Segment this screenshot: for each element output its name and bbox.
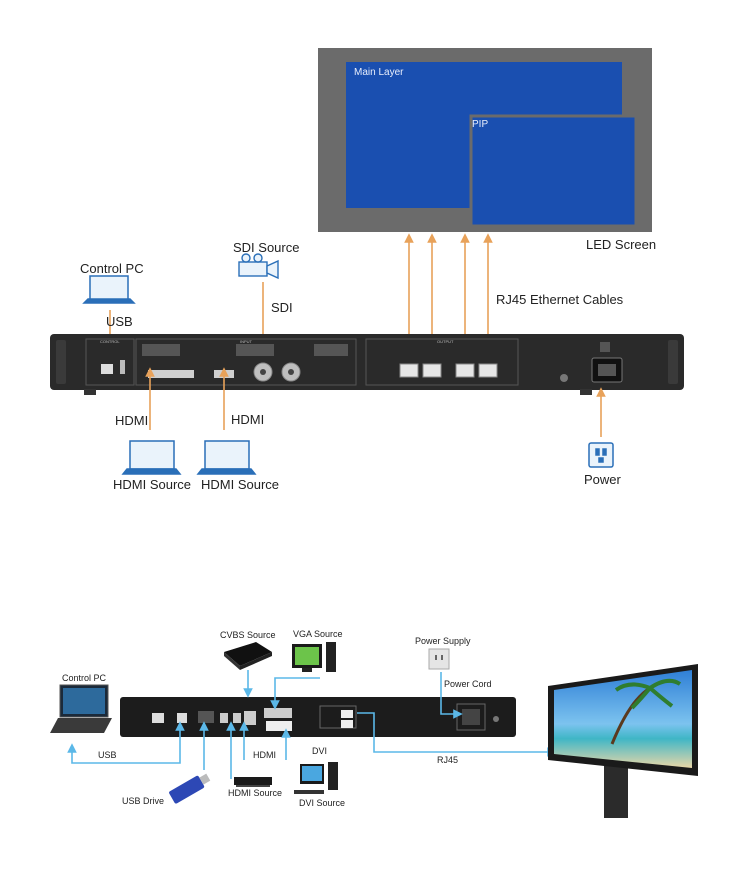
- hdmi-source-laptop-icon-2: [196, 440, 257, 475]
- hdmi-cable-label-1: HDMI: [115, 413, 149, 428]
- control-panel: [85, 338, 135, 386]
- bottom-dvi-port: [266, 721, 292, 731]
- rj45-port-4: [478, 363, 498, 378]
- led-screen-label: LED Screen: [586, 237, 657, 252]
- hdmi-source-label-2: HDMI Source: [201, 477, 280, 492]
- power-label: Power: [584, 472, 621, 487]
- dvi-source-label: DVI Source: [299, 798, 346, 808]
- control-pc-label: Control PC: [80, 261, 144, 276]
- output-panel-label: OUTPUT: [437, 339, 454, 344]
- led-screen: [318, 48, 652, 232]
- rj45-port-3: [455, 363, 475, 378]
- rj45-cables-label: RJ45 Ethernet Cables: [496, 292, 624, 307]
- outdoor-led-billboard-image: [548, 664, 698, 818]
- input-panel-label: INPUT: [240, 339, 253, 344]
- sdi-source-label: SDI Source: [233, 240, 300, 255]
- rj45-port-2: [422, 363, 442, 378]
- control-pc-laptop-photo-icon: [50, 684, 112, 733]
- power-supply-socket-icon: [428, 648, 450, 670]
- main-layer-label: Main Layer: [354, 67, 404, 78]
- power-supply-label: Power Supply: [415, 636, 471, 646]
- power-socket-icon: [588, 442, 614, 468]
- bottom-dvi-label: DVI: [312, 746, 328, 756]
- usb-drive-label: USB Drive: [122, 796, 165, 806]
- power-cord-label: Power Cord: [444, 679, 492, 689]
- output-panel: [365, 338, 519, 386]
- bottom-hdmi-label: HDMI: [253, 750, 276, 760]
- bottom-rj45-port: [152, 713, 164, 723]
- bottom-output-port-2: [341, 720, 353, 728]
- dvi-source-pc-icon: [294, 762, 338, 794]
- bottom-video-processor-device: [120, 697, 516, 737]
- video-processor-device: [50, 334, 684, 395]
- hdmi-port-1: [148, 370, 194, 378]
- hdmi-cable-label-2: HDMI: [231, 412, 265, 427]
- bottom-vga-port: [264, 708, 292, 718]
- usb-port: [101, 364, 113, 374]
- bottom-output-port-1: [341, 710, 353, 718]
- bottom-usb-label: USB: [98, 750, 117, 760]
- hdmi-source-label-1: HDMI Source: [113, 477, 192, 492]
- control-pc-laptop-icon: [82, 275, 136, 304]
- rj45-label: RJ45: [437, 755, 459, 765]
- bottom-cables: [67, 670, 557, 779]
- control-panel-label: CONTROL: [100, 339, 120, 344]
- usb-label: USB: [106, 314, 133, 329]
- cvbs-source-label: CVBS Source: [220, 630, 276, 640]
- usb-drive-icon: [169, 773, 211, 804]
- bottom-power-inlet: [462, 709, 480, 725]
- sdi-cable-label: SDI: [271, 300, 293, 315]
- vga-source-label: VGA Source: [293, 629, 343, 639]
- input-panel: [135, 338, 357, 386]
- bottom-hdmi-source-label: HDMI Source: [228, 788, 283, 798]
- bottom-hdmi-port: [244, 711, 256, 725]
- pip-region: [469, 114, 638, 228]
- cvbs-source-box-icon: [224, 642, 272, 670]
- rj45-port-1: [399, 363, 419, 378]
- hdmi-source-laptop-icon-1: [121, 440, 182, 475]
- bottom-usb-port: [177, 713, 187, 723]
- ground-screw: [560, 374, 568, 382]
- sdi-camera-icon: [238, 253, 279, 280]
- bottom-control-pc-label: Control PC: [62, 673, 107, 683]
- power-switch: [600, 342, 610, 352]
- vga-source-pc-icon: [292, 642, 336, 672]
- hdmi-source-player-icon: [234, 777, 272, 787]
- pip-label: PIP: [472, 119, 489, 130]
